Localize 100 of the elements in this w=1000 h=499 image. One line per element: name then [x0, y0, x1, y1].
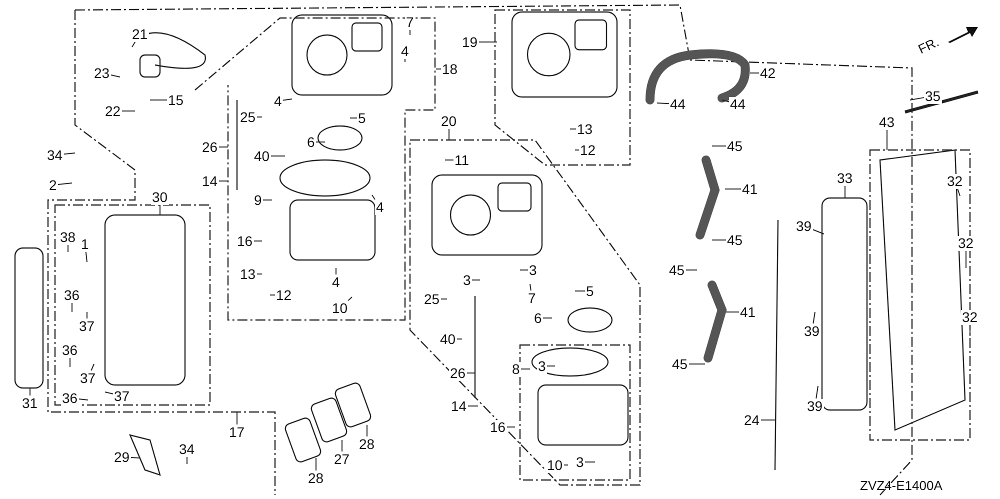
callout-number: 3	[537, 358, 547, 374]
leader-line	[812, 229, 824, 234]
leader-line	[282, 98, 292, 101]
callout-number: 21	[131, 26, 149, 42]
leader-line	[570, 128, 576, 130]
callout-number: 17	[228, 424, 246, 440]
callout-number: 4	[375, 200, 385, 214]
drawing-code: ZVZ4-E1400A	[860, 478, 942, 493]
callout-number: 28	[307, 470, 325, 486]
leader-line	[85, 251, 88, 262]
callout-number: 32	[961, 310, 979, 324]
leader-line	[254, 240, 262, 242]
leader-line	[122, 110, 136, 112]
callout-number: 20	[440, 114, 458, 128]
callout-number: 34	[178, 442, 196, 456]
leader-line	[110, 74, 120, 78]
callout-number: 40	[253, 148, 271, 164]
leader-line	[886, 129, 888, 150]
callout-number: 37	[78, 318, 96, 334]
callout-number: 39	[806, 398, 824, 414]
callout-number: 32	[946, 174, 964, 188]
leader-line	[530, 284, 532, 291]
callout-number: 18	[441, 62, 459, 76]
leader-line	[64, 152, 76, 155]
callout-number: 4	[400, 44, 410, 58]
callout-number: 4	[273, 94, 283, 108]
callout-number: 3	[528, 262, 538, 278]
callout-number: 5	[585, 284, 595, 298]
callout-number: 41	[741, 182, 759, 196]
callout-number: 45	[671, 356, 689, 372]
leader-line	[372, 194, 376, 200]
leader-line	[656, 102, 670, 104]
callout-number: 13	[576, 122, 594, 136]
callout-number: 3	[462, 272, 472, 288]
leader-line	[440, 298, 448, 300]
callout-number: 45	[726, 138, 744, 154]
callout-number: 22	[104, 104, 122, 118]
callout-number: 14	[450, 398, 468, 414]
leader-line	[366, 424, 368, 437]
callout-number: 36	[63, 288, 81, 302]
callout-number: 3	[575, 454, 585, 470]
callout-number: 36	[61, 342, 79, 358]
callout-number: 9	[253, 192, 263, 208]
callout-number: 42	[759, 66, 777, 80]
callout-number: 40	[439, 332, 457, 346]
leader-line	[78, 398, 88, 400]
leader-line	[910, 97, 924, 100]
callout-number: 11	[454, 152, 470, 168]
leader-line	[722, 100, 730, 102]
leader-line	[816, 386, 818, 399]
callout-number: 6	[306, 134, 316, 150]
leader-line	[218, 180, 228, 182]
callout-number: 16	[236, 234, 254, 248]
leader-line	[724, 188, 742, 190]
callout-number: 39	[803, 324, 821, 338]
leader-line	[86, 312, 88, 319]
leader-line	[256, 116, 262, 118]
callout-number: 4	[331, 274, 341, 290]
callout-number: 25	[423, 292, 441, 306]
callout-number: 45	[726, 232, 744, 248]
callout-number: 19	[461, 34, 479, 50]
callout-number: 43	[878, 114, 896, 130]
callout-number: 26	[449, 366, 467, 380]
callout-number: 2	[48, 178, 58, 192]
callout-number: 33	[836, 170, 854, 186]
callout-number: 12	[275, 288, 293, 302]
leader-line	[90, 364, 94, 371]
callout-number: 29	[113, 450, 131, 464]
callout-number: 41	[739, 304, 757, 320]
callout-number: 13	[239, 266, 257, 282]
leader-line	[448, 128, 450, 140]
leader-line	[218, 146, 228, 148]
callout-number: 10	[546, 458, 564, 472]
callout-number: 31	[21, 396, 39, 410]
leader-line	[130, 457, 140, 458]
leader-line	[58, 182, 72, 185]
leader-line	[236, 412, 238, 425]
callout-number: 24	[743, 412, 761, 428]
callout-number: 15	[167, 92, 185, 108]
leader-line	[436, 68, 442, 70]
callout-number: 8	[511, 362, 521, 376]
callout-number: 1	[80, 236, 90, 252]
leader-line	[186, 456, 188, 464]
callout-number: 32	[957, 236, 975, 250]
callout-number: 34	[46, 148, 64, 162]
callout-number: 44	[729, 96, 747, 112]
leader-line	[812, 312, 816, 324]
callout-number: 23	[93, 66, 111, 80]
callout-number: 16	[489, 420, 507, 434]
leader-line	[564, 464, 568, 466]
callout-number: 45	[668, 262, 686, 278]
leader-line	[574, 290, 586, 292]
callout-number: 44	[669, 96, 687, 112]
callout-number: 37	[79, 370, 97, 386]
leader-line	[270, 294, 276, 296]
callout-number: 25	[239, 110, 257, 124]
leader-line	[348, 296, 352, 301]
callout-number: 6	[533, 310, 543, 326]
callout-number: 14	[201, 174, 219, 188]
callout-number: 7	[527, 290, 537, 306]
